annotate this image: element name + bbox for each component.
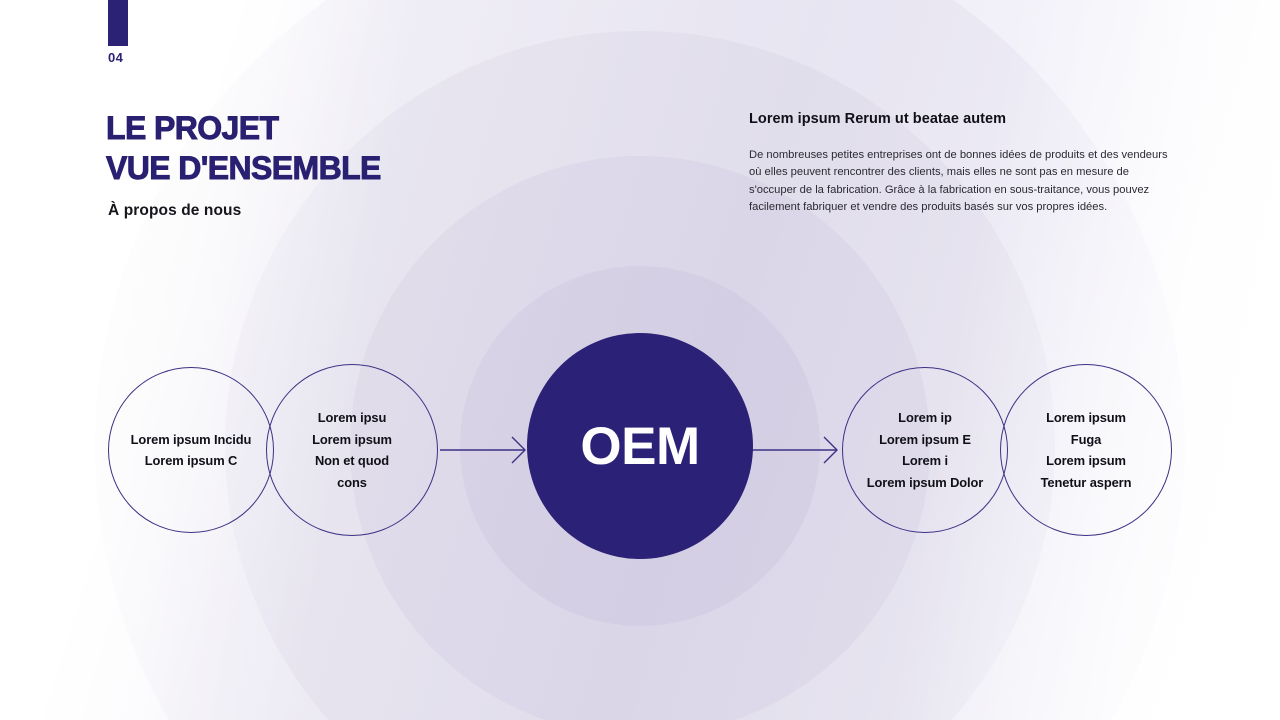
node-circle-2-label: Lorem ipsu Lorem ipsum Non et quod cons: [312, 410, 392, 490]
node-circle-2[interactable]: Lorem ipsu Lorem ipsum Non et quod cons: [266, 364, 438, 536]
arrow-left-to-center: [440, 436, 526, 464]
node-circle-center-oem[interactable]: OEM: [527, 333, 753, 559]
node-circle-4-label: Lorem ipsum Fuga Lorem ipsum Tenetur asp…: [1040, 410, 1132, 490]
page-subtitle: À propos de nous: [108, 202, 242, 219]
node-circle-center-label: OEM: [580, 416, 700, 476]
node-circle-4[interactable]: Lorem ipsum Fuga Lorem ipsum Tenetur asp…: [1000, 364, 1172, 536]
arrow-center-to-right: [752, 436, 838, 464]
node-circle-1[interactable]: Lorem ipsum Incidu Lorem ipsum C: [108, 367, 274, 533]
page-number: 04: [108, 50, 124, 65]
page-title-line-1: LE PROJET: [106, 110, 280, 146]
node-circle-1-label: Lorem ipsum Incidu Lorem ipsum C: [130, 431, 252, 469]
accent-bar: [108, 0, 128, 46]
node-circle-3[interactable]: Lorem ip Lorem ipsum E Lorem i Lorem ips…: [842, 367, 1008, 533]
node-circle-3-label: Lorem ip Lorem ipsum E Lorem i Lorem ips…: [866, 410, 984, 490]
page-title-line-2: VUE D'ENSEMBLE: [106, 150, 382, 186]
description-body: De nombreuses petites entreprises ont de…: [749, 149, 1168, 213]
description-heading: Lorem ipsum Rerum ut beatae autem: [749, 111, 1007, 127]
page-title: LE PROJET VUE D'ENSEMBLE: [106, 110, 382, 186]
